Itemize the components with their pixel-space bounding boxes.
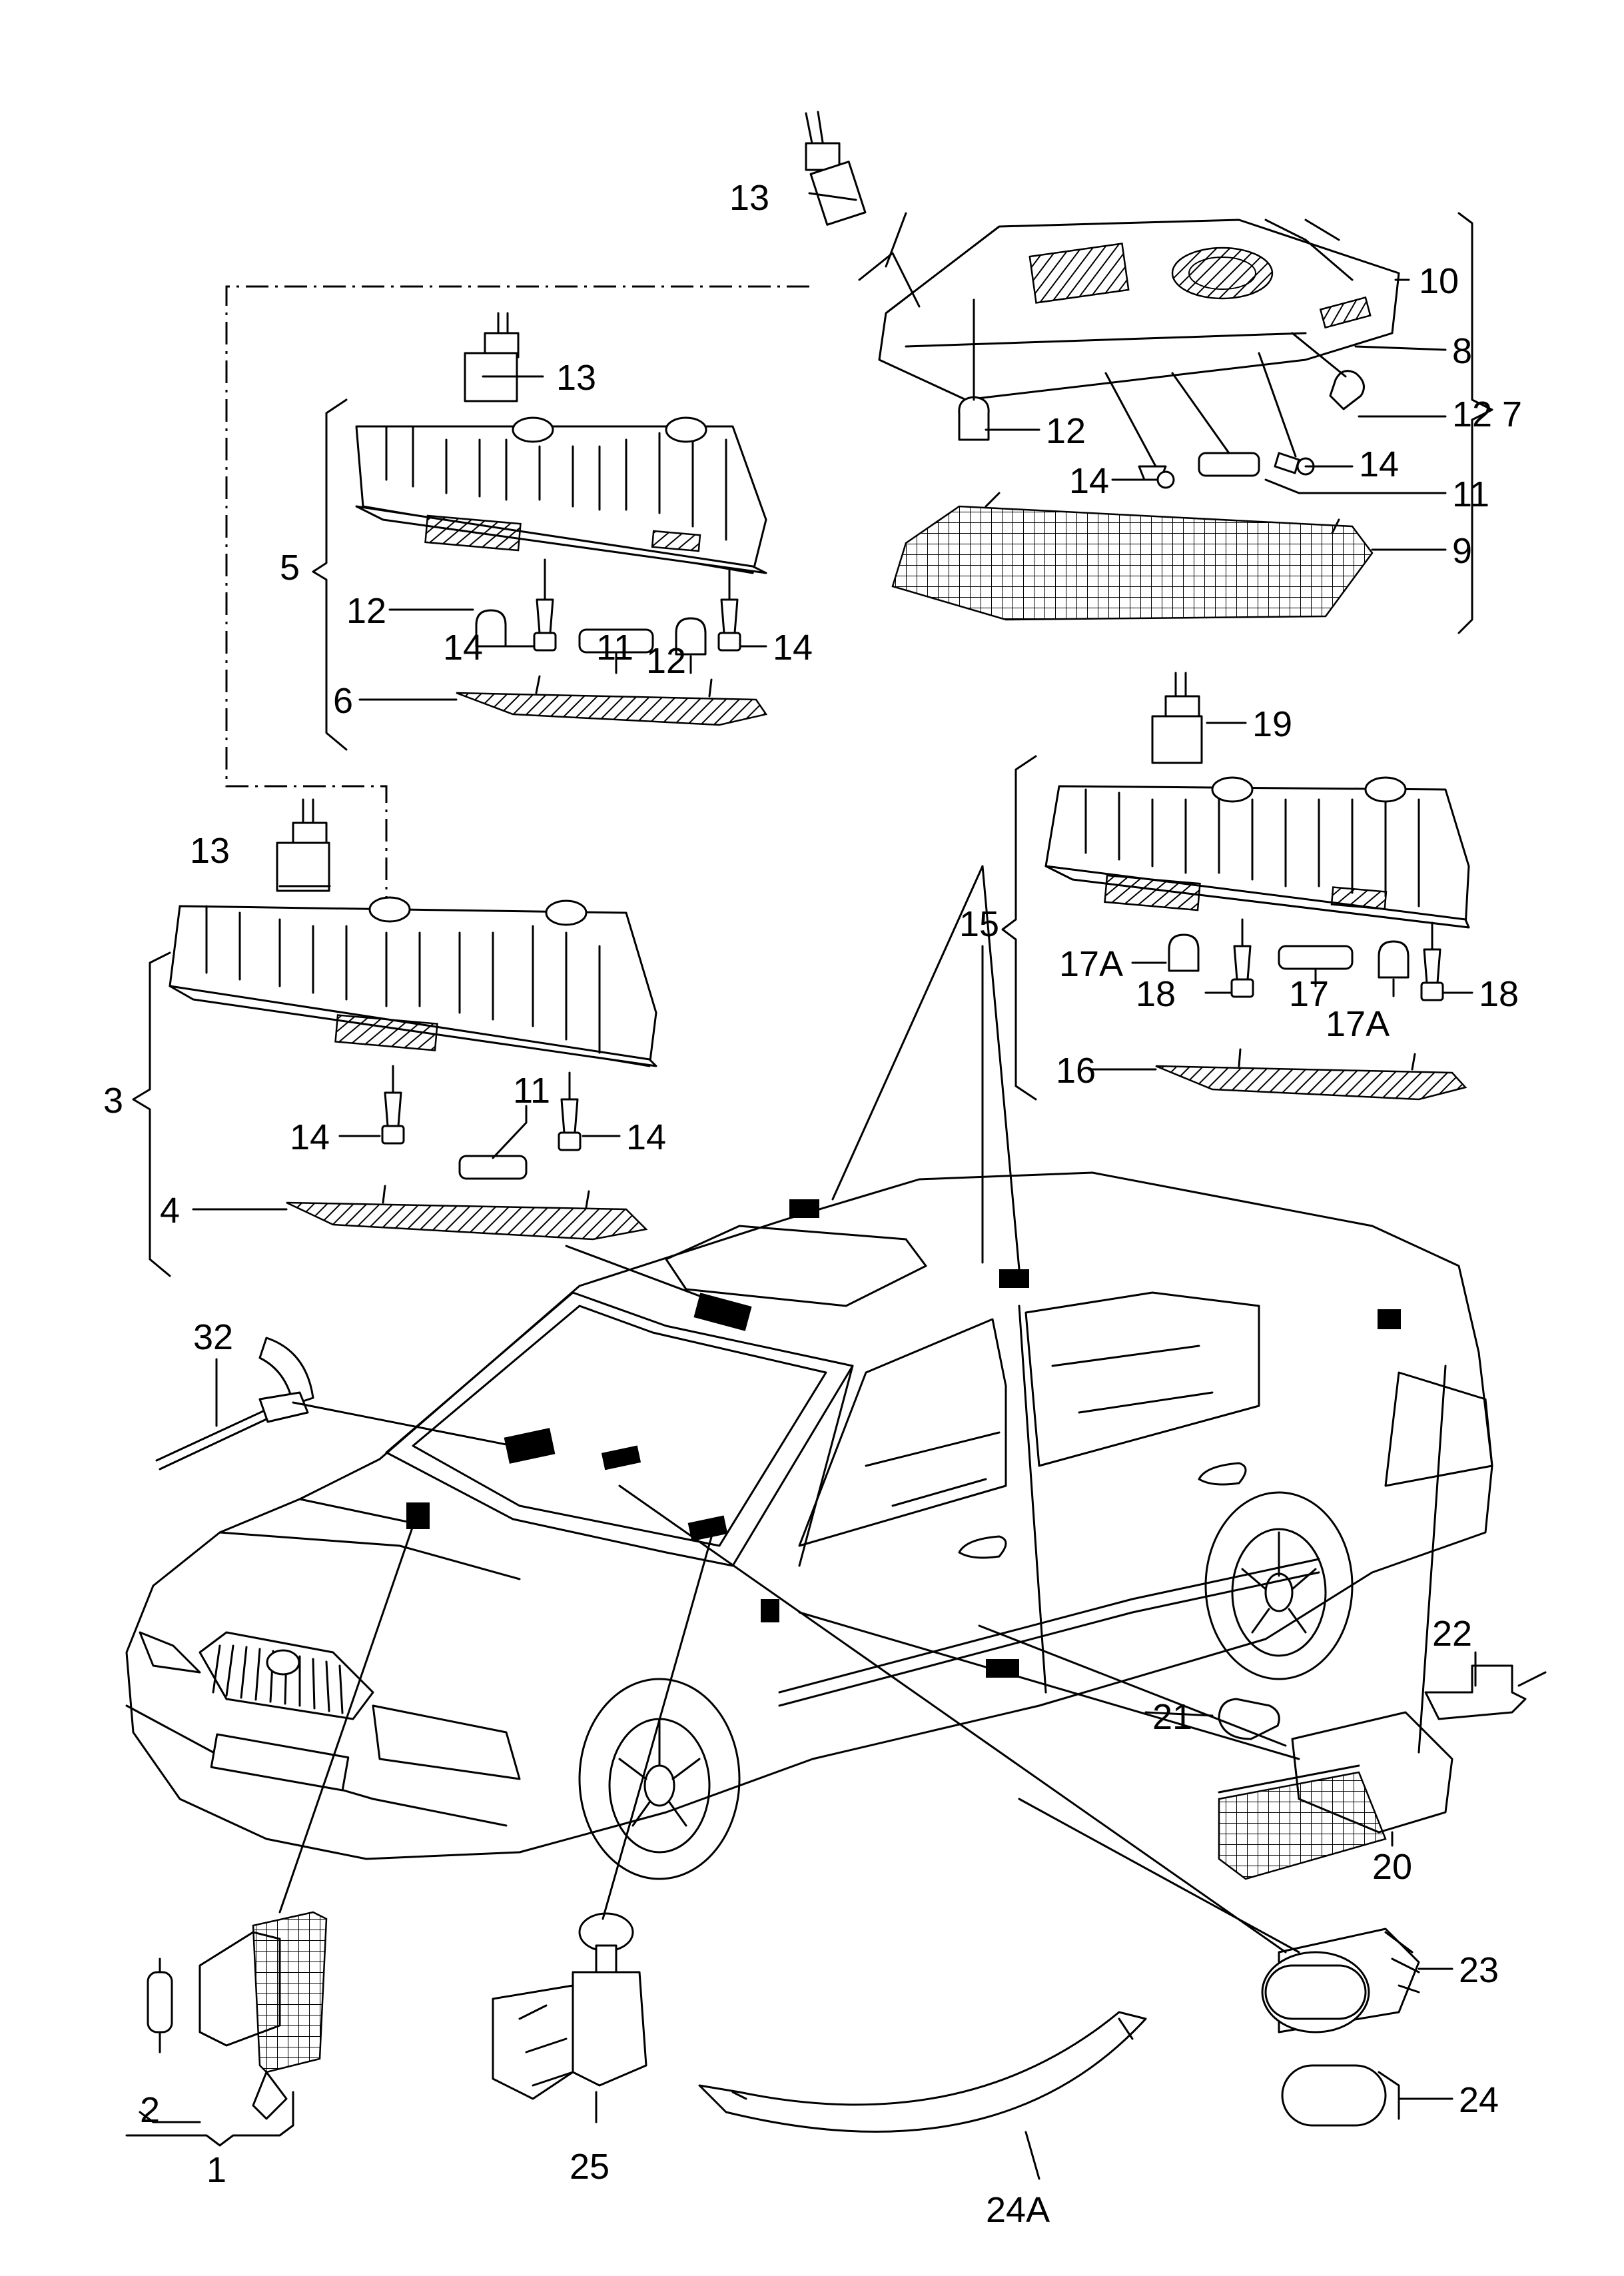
label-8: 8 [1452,331,1472,371]
label-13-b: 13 [556,358,596,398]
interior-light-assembly-7 [805,111,1493,634]
car-body [125,1171,1493,1880]
label-11-b: 11 [596,628,633,668]
label-14-e: 14 [290,1117,330,1157]
label-11-a: 11 [1452,474,1489,514]
label-12-b: 12 [1046,411,1086,451]
label-18-a: 18 [1136,974,1176,1014]
label-24: 24 [1459,2080,1499,2120]
part-25-switch [492,1531,714,2100]
label-19: 19 [1252,704,1292,744]
label-14-c: 14 [443,628,483,668]
part-2-lamp [147,1524,414,2120]
label-14-d: 14 [773,628,813,668]
parts-23-24-side-marker [618,1484,1420,2127]
label-20: 20 [1372,1847,1412,1887]
label-25: 25 [570,2147,609,2187]
interior-light-assembly-5 [312,312,768,751]
label-14-f: 14 [626,1117,666,1157]
label-16: 16 [1056,1051,1096,1091]
part-32-cable-light [155,1337,514,1470]
label-32: 32 [193,1317,233,1357]
label-18-b: 18 [1479,974,1519,1014]
label-7: 7 [1502,394,1522,434]
label-17A-a: 17A [1059,944,1123,984]
label-13-a: 13 [729,178,769,218]
part-24a-trim-strip [698,2011,1147,2133]
label-23: 23 [1459,1950,1499,1990]
interior-light-assembly-3 [132,798,657,1277]
label-6: 6 [333,681,353,721]
label-4: 4 [160,1191,180,1231]
dash-dot-connector [225,285,809,913]
label-14-b: 14 [1069,461,1109,501]
label-21: 21 [1152,1697,1192,1737]
leader-lines [125,192,1477,2180]
label-14-a: 14 [1359,444,1399,484]
parts-20-21-22-door-light [798,1365,1547,1880]
label-2: 2 [140,2090,160,2130]
part-labels: 13 13 10 8 7 12 12 14 14 11 9 5 12 14 11… [103,178,1522,2230]
label-5: 5 [280,548,300,588]
location-markers [406,1199,1401,1678]
label-22: 22 [1432,1614,1472,1654]
label-12-c: 12 [346,591,386,631]
label-17A-b: 17A [1326,1004,1390,1044]
label-13-c: 13 [190,831,230,871]
label-10: 10 [1419,261,1459,301]
label-3: 3 [103,1081,123,1121]
label-12-d: 12 [646,641,686,681]
label-12-a: 12 [1452,394,1492,434]
label-9: 9 [1452,531,1472,571]
label-11-c: 11 [513,1071,550,1111]
label-24A: 24A [986,2190,1050,2230]
label-1: 1 [206,2150,226,2190]
label-17: 17 [1289,974,1329,1014]
interior-light-assembly-15 [1001,672,1470,1101]
label-15: 15 [959,904,999,944]
